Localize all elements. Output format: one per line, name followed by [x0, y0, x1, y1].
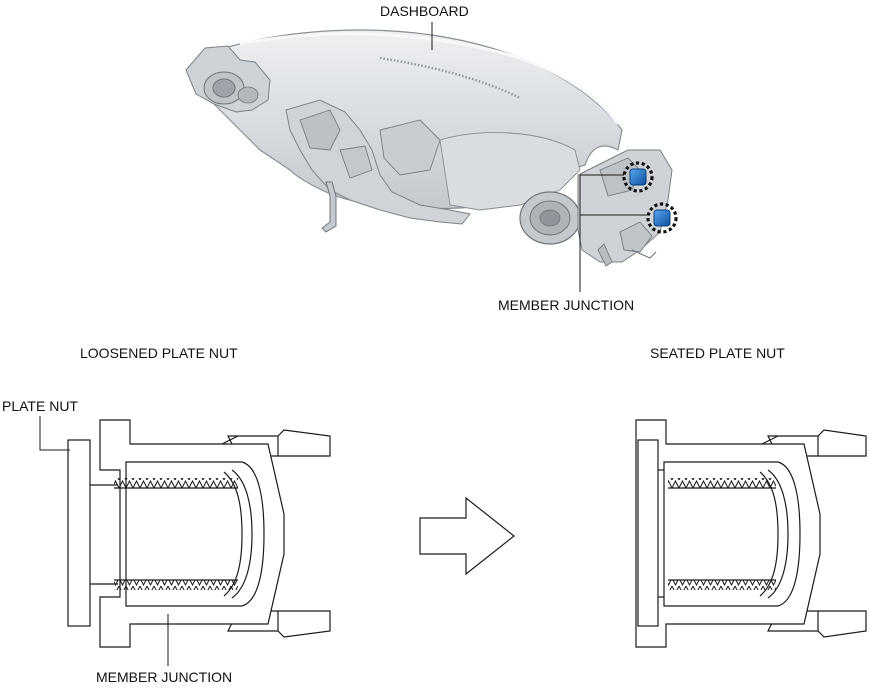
- right-arrow-icon: [419, 496, 515, 576]
- dashboard-illustration: [185, 29, 678, 267]
- seated-plate-nut-diagram: [635, 419, 867, 648]
- loosened-plate-nut-title: LOOSENED PLATE NUT: [80, 345, 238, 361]
- plate-nut-leader-line: [39, 416, 70, 451]
- member-junction-label-top: MEMBER JUNCTION: [498, 297, 634, 313]
- member-junction-label-bottom: MEMBER JUNCTION: [96, 669, 232, 685]
- loosened-plate-nut-diagram: [67, 419, 331, 648]
- seated-plate-nut-title: SEATED PLATE NUT: [650, 345, 785, 361]
- member-junction-highlight-lower: [646, 202, 678, 234]
- member-junction-leader-top: [579, 174, 648, 292]
- plate-nut-label: PLATE NUT: [2, 398, 78, 414]
- dashboard-label: DASHBOARD: [380, 3, 469, 19]
- member-junction-highlight-upper: [622, 161, 654, 193]
